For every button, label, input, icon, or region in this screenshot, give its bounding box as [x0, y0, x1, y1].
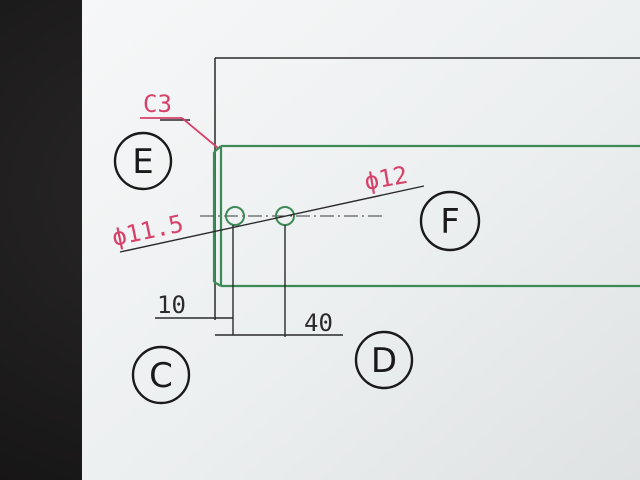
chamfer-leader	[140, 117, 219, 149]
dim-hole-left-offset: 10	[157, 291, 186, 319]
part-outline	[212, 144, 640, 288]
dim-hole-right-offset: 40	[304, 309, 333, 337]
chamfer-label: C3	[143, 90, 172, 118]
callout-d: D	[354, 330, 414, 390]
callout-d-label: D	[371, 341, 397, 381]
hole-left	[225, 206, 245, 226]
callout-c-label: C	[149, 356, 173, 396]
callout-f: F	[419, 190, 481, 252]
callout-e: E	[113, 131, 173, 191]
callout-e-label: E	[132, 142, 153, 182]
callout-c: C	[131, 345, 191, 405]
callout-f-label: F	[440, 202, 460, 242]
